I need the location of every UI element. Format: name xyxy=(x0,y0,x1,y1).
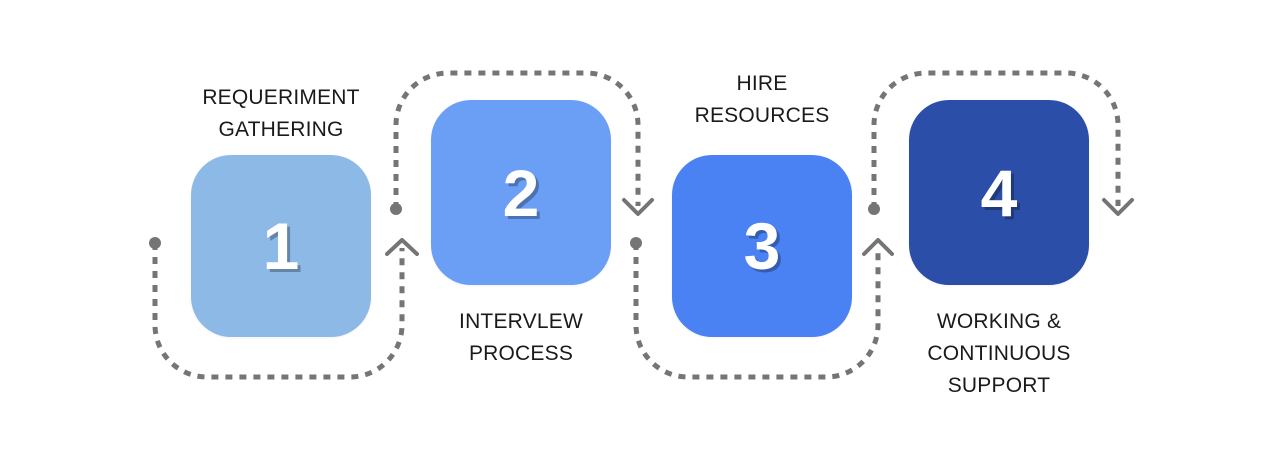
step-3-label-line-2: RESOURCES xyxy=(694,104,830,127)
step-3-number: 3 xyxy=(743,209,781,283)
connector-loop-1 xyxy=(152,243,405,380)
step-2-box: 2 xyxy=(431,100,611,285)
step-4-box: 4 xyxy=(909,100,1089,285)
step-1-label-line-2: GATHERING xyxy=(218,118,344,141)
step-2-label-line-2: PROCESS xyxy=(468,342,574,365)
step-4-label: WORKING & CONTINUOUS SUPPORT xyxy=(879,306,1119,402)
step-4-label-line-3: SUPPORT xyxy=(947,374,1051,397)
step-3-label: HIRE RESOURCES xyxy=(642,68,882,132)
arrow-up-icon xyxy=(862,238,894,256)
step-1-label-line-1: REQUERIMENT xyxy=(202,86,360,109)
connector-loop-4 xyxy=(871,70,1121,209)
arrow-up-icon xyxy=(385,238,419,256)
connector-start-dot xyxy=(868,203,880,215)
step-3-box: 3 xyxy=(672,155,852,337)
step-1-box: 1 xyxy=(191,155,371,337)
step-1-number: 1 xyxy=(262,209,300,283)
arrow-down-icon xyxy=(1102,198,1134,216)
connector-start-dot xyxy=(390,203,402,215)
step-4-number: 4 xyxy=(980,155,1018,230)
step-4-label-line-2: CONTINUOUS xyxy=(927,342,1071,365)
connector-loop-3 xyxy=(633,243,881,380)
step-2-label: INTERVLEW PROCESS xyxy=(401,306,641,370)
arrow-down-icon xyxy=(622,198,654,216)
step-4-label-line-1: WORKING & xyxy=(936,310,1062,333)
step-2-number: 2 xyxy=(502,155,540,230)
connector-start-dot xyxy=(630,237,642,249)
step-1-label: REQUERIMENT GATHERING xyxy=(161,82,401,146)
step-3-label-line-1: HIRE xyxy=(736,72,788,95)
step-2-label-line-1: INTERVLEW xyxy=(459,310,583,333)
connector-start-dot xyxy=(149,237,161,249)
